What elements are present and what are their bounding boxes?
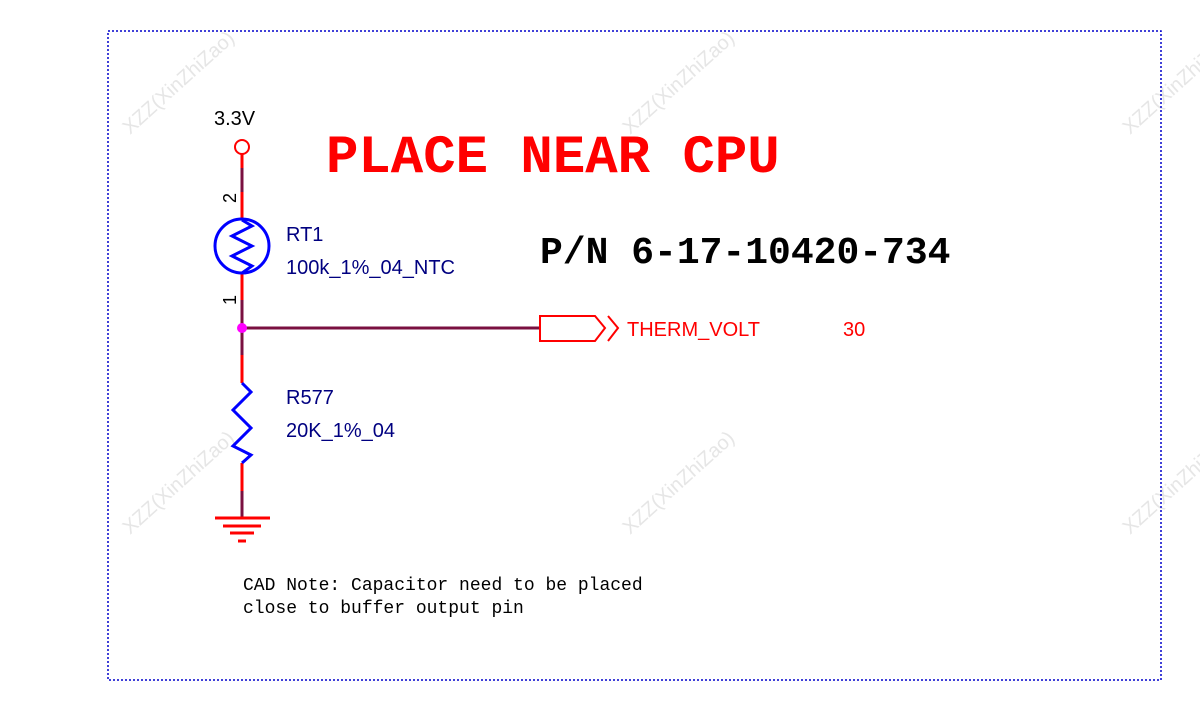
watermark: XZZ(XinZhiZao)	[1119, 427, 1200, 539]
junction-dot	[237, 323, 247, 333]
resistor-r577[interactable]	[230, 381, 254, 465]
cad-note-line-2: close to buffer output pin	[243, 599, 524, 619]
rt1-pin-2: 2	[220, 193, 240, 203]
port-flag-icon	[539, 315, 607, 342]
net-port-therm-volt[interactable]	[539, 315, 620, 342]
cad-note-line-1: CAD Note: Capacitor need to be placed	[243, 576, 643, 596]
port-arrow-icon	[607, 315, 620, 342]
power-label: 3.3V	[214, 108, 256, 130]
part-number: P/N 6-17-10420-734	[540, 232, 950, 275]
page-reference[interactable]: 30	[843, 319, 865, 341]
rt1-designator: RT1	[286, 224, 323, 246]
watermark: XZZ(XinZhiZao)	[619, 427, 739, 539]
watermark: XZZ(XinZhiZao)	[119, 427, 239, 539]
rt1-pin-1: 1	[220, 295, 240, 305]
thermistor-body-icon	[213, 217, 271, 275]
net-name: THERM_VOLT	[627, 319, 760, 341]
power-port-icon	[234, 139, 250, 155]
placement-title: PLACE NEAR CPU	[326, 128, 780, 189]
r577-designator: R577	[286, 387, 334, 409]
watermarks: XZZ(XinZhiZao) XZZ(XinZhiZao) XZZ(XinZhi…	[119, 27, 1200, 539]
thermistor-rt1[interactable]	[213, 217, 271, 275]
watermark: XZZ(XinZhiZao)	[1119, 27, 1200, 139]
resistor-zigzag-icon	[228, 218, 256, 275]
watermark: XZZ(XinZhiZao)	[619, 27, 739, 139]
rt1-value: 100k_1%_04_NTC	[286, 257, 455, 279]
sheet-border	[107, 30, 1162, 681]
ground-icon	[215, 516, 270, 543]
r577-value: 20K_1%_04	[286, 420, 395, 442]
wires	[240, 154, 540, 517]
